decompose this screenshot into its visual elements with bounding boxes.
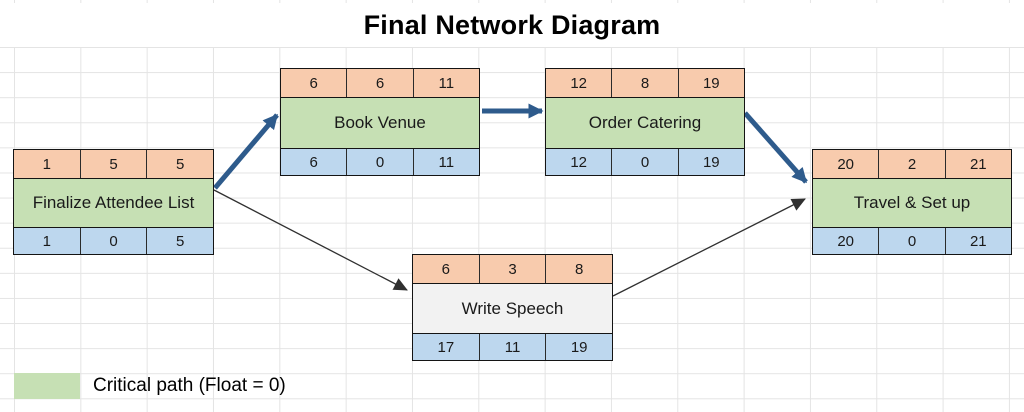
activity-name: Write Speech xyxy=(413,284,612,333)
node-travel-set-up[interactable]: 20 2 21 Travel & Set up 20 0 21 xyxy=(812,149,1012,255)
node-book-venue[interactable]: 6 6 11 Book Venue 6 0 11 xyxy=(280,68,480,176)
activity-name: Book Venue xyxy=(281,98,479,148)
early-start-cell: 12 xyxy=(570,74,587,92)
late-finish-cell: 19 xyxy=(677,149,744,175)
early-finish-cell: 21 xyxy=(944,150,1011,178)
late-dates-row: 6 0 11 xyxy=(281,148,479,175)
duration-cell: 2 xyxy=(878,150,944,178)
late-dates-row: 12 0 19 xyxy=(546,148,744,175)
float-cell: 11 xyxy=(478,334,546,360)
legend-critical-path-swatch xyxy=(14,373,80,399)
node-finalize-attendee-list[interactable]: 1 5 5 Finalize Attendee List 1 0 5 xyxy=(13,149,214,255)
float-cell: 0 xyxy=(611,149,677,175)
late-start-cell: 6 xyxy=(309,153,318,171)
early-finish-cell: 11 xyxy=(412,69,479,97)
early-finish-cell: 5 xyxy=(146,150,213,178)
early-finish-cell: 8 xyxy=(545,255,612,283)
early-dates-row: 20 2 21 xyxy=(813,150,1011,179)
activity-name: Travel & Set up xyxy=(813,179,1011,227)
late-dates-row: 20 0 21 xyxy=(813,227,1011,254)
early-dates-row: 6 6 11 xyxy=(281,69,479,98)
float-cell: 0 xyxy=(346,149,412,175)
arrow-finalize-to-book-venue[interactable] xyxy=(213,113,279,190)
late-finish-cell: 19 xyxy=(545,334,612,360)
arrow-write-speech-to-travel[interactable] xyxy=(612,198,806,297)
late-finish-cell: 11 xyxy=(412,149,479,175)
node-order-catering[interactable]: 12 8 19 Order Catering 12 0 19 xyxy=(545,68,745,176)
early-dates-row: 12 8 19 xyxy=(546,69,744,98)
late-start-cell: 20 xyxy=(837,232,854,250)
late-dates-row: 17 11 19 xyxy=(413,333,612,360)
early-start-cell: 6 xyxy=(309,74,318,92)
late-dates-row: 1 0 5 xyxy=(14,227,213,254)
duration-cell: 3 xyxy=(478,255,546,283)
float-cell: 0 xyxy=(878,228,944,254)
activity-name: Finalize Attendee List xyxy=(14,179,213,227)
float-cell: 0 xyxy=(79,228,147,254)
early-dates-row: 6 3 8 xyxy=(413,255,612,284)
legend-critical-path-label: Critical path (Float = 0) xyxy=(93,375,286,396)
arrow-finalize-to-write-speech[interactable] xyxy=(213,189,408,291)
duration-cell: 6 xyxy=(346,69,412,97)
arrow-order-catering-to-travel[interactable] xyxy=(743,111,808,184)
early-start-cell: 20 xyxy=(837,155,854,173)
early-start-cell: 6 xyxy=(441,260,450,278)
duration-cell: 8 xyxy=(611,69,677,97)
late-finish-cell: 5 xyxy=(146,228,213,254)
late-start-cell: 17 xyxy=(437,338,455,356)
duration-cell: 5 xyxy=(79,150,147,178)
diagram-title: Final Network Diagram xyxy=(363,9,661,40)
early-dates-row: 1 5 5 xyxy=(14,150,213,179)
title-row: Final Network Diagram xyxy=(0,3,1024,47)
late-finish-cell: 21 xyxy=(944,228,1011,254)
late-start-cell: 1 xyxy=(42,232,51,250)
early-start-cell: 1 xyxy=(42,155,51,173)
late-start-cell: 12 xyxy=(570,153,587,171)
early-finish-cell: 19 xyxy=(677,69,744,97)
node-write-speech[interactable]: 6 3 8 Write Speech 17 11 19 xyxy=(412,254,613,361)
activity-name: Order Catering xyxy=(546,98,744,148)
